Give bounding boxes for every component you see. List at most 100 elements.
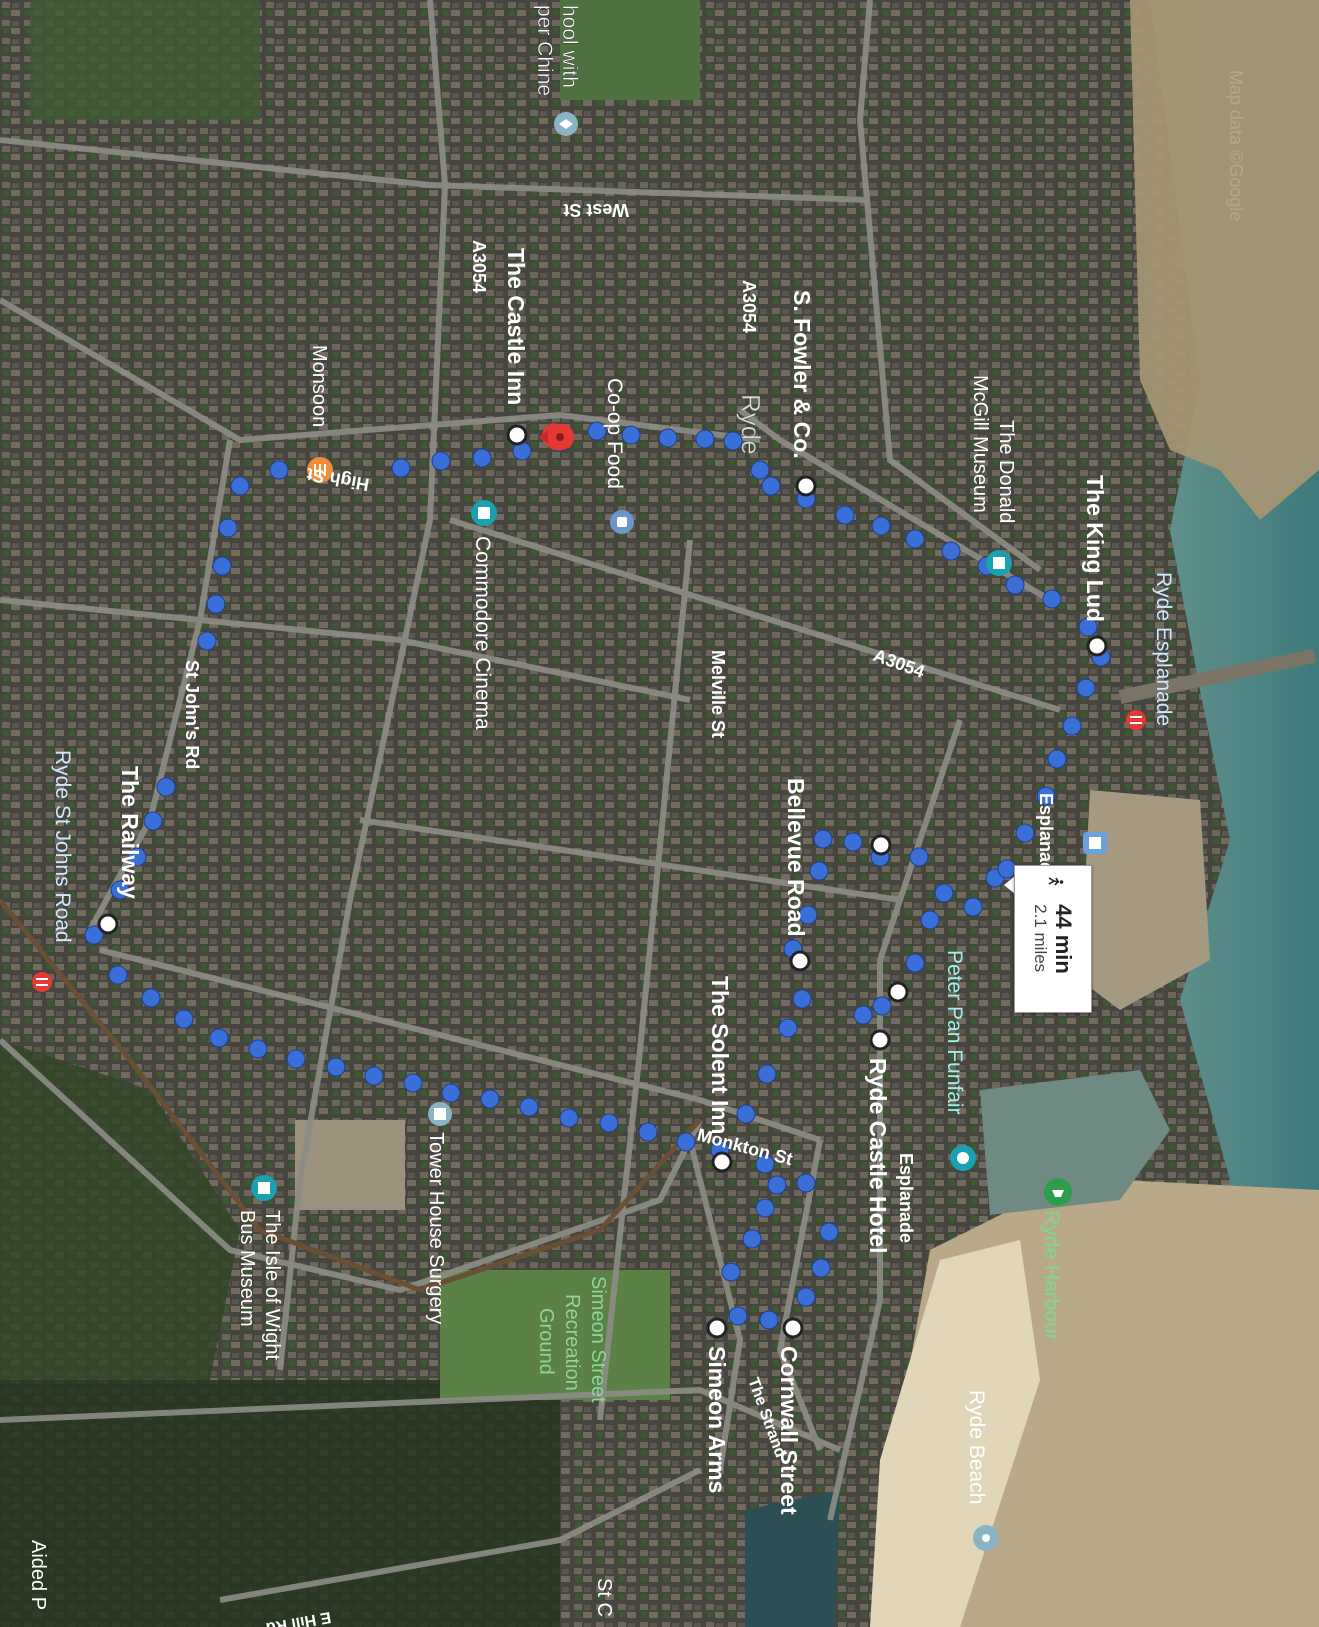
route-dot [658,428,678,448]
route-dot [767,1175,787,1195]
stop-marker-icon[interactable] [506,424,528,446]
route-dot [761,476,781,496]
route-dot [872,996,892,1016]
beach-pin-icon[interactable] [973,1525,999,1551]
route-dot [835,505,855,525]
school-field [560,0,700,100]
route-dot [934,883,954,903]
stop-marker-icon[interactable] [97,913,119,935]
route-dot [905,529,925,549]
label-commodore: Commodore Cinema [471,536,494,730]
route-dot [587,421,607,441]
road-network [0,0,1061,1603]
stop-marker-icon[interactable] [711,1151,733,1173]
route-dot [143,811,163,831]
label-castle-hotel: Ryde Castle Hotel [865,1058,891,1254]
route-dot [798,905,818,925]
route-dot [1036,786,1056,806]
cinema-icon[interactable] [471,500,497,526]
route-dot [742,1229,762,1249]
route-dot [403,1073,423,1093]
stop-marker-icon[interactable] [789,950,811,972]
route-info-callout[interactable]: 44 min 2.1 miles [1014,865,1092,1013]
route-dot [230,476,250,496]
route-dot [84,925,104,945]
hovercraft-area [1080,790,1210,1010]
harbour-icon[interactable] [1044,1178,1072,1206]
train-station-icon[interactable] [1126,710,1146,730]
label-solent-inn: The Solent Inn [707,976,733,1134]
route-dot [813,829,833,849]
school-icon[interactable] [554,112,578,136]
route-dot [853,1005,873,1025]
callout-pointer [1004,876,1015,894]
stop-marker-icon[interactable] [887,981,909,1003]
route-dot [1078,617,1098,637]
route-dot [1062,716,1082,736]
bus-museum-icon[interactable] [251,1175,277,1201]
label-castle-inn: The Castle Inn [503,248,529,405]
bus-stop-icon[interactable] [1083,832,1107,854]
route-dot [811,1258,831,1278]
route-dot [108,965,128,985]
label-a3054-1: A3054 [469,240,489,293]
route-dot [941,541,961,561]
route-dot [755,1154,775,1174]
label-school: hool with [558,5,581,88]
shopping-icon[interactable] [610,510,634,534]
route-dot [728,1306,748,1326]
label-tower-house: Tower House Surgery [425,1132,447,1324]
stop-marker-icon[interactable] [869,1029,891,1051]
label-bus2: Bus Museum [236,1210,258,1327]
stop-markers [97,424,1108,1339]
route-dot [480,1089,500,1109]
route-dot [248,1039,268,1059]
stop-marker-icon[interactable] [795,475,817,497]
pier [1118,648,1317,704]
label-fowler: S. Fowler & Co. [789,290,815,459]
vacant-lot [295,1120,405,1210]
route-dot [197,631,217,651]
route-dot [209,1028,229,1048]
label-ryde-harbour: Ryde Harbour [1040,1210,1063,1341]
beach-sand [870,1240,1040,1627]
route-dot [621,425,641,445]
label-ryde: Ryde [736,394,766,455]
recreation-ground [440,1270,670,1400]
route-dot [755,1198,775,1218]
restaurant-icon[interactable] [307,457,333,483]
route-dot [796,1173,816,1193]
route-dot [695,429,715,449]
label-school2: per Chine [533,5,556,96]
route-dot [431,451,451,471]
label-st-johns-station: Ryde St Johns Road [51,750,74,943]
funfair-icon[interactable] [950,1145,976,1171]
stop-marker-icon[interactable] [870,834,892,856]
label-donald2: McGill Museum [969,375,991,513]
label-a3054-2: A3054 [739,280,759,333]
park-north [30,0,260,120]
route-dot [871,516,891,536]
route-dot [809,861,829,881]
route-dot [638,1122,658,1142]
route-dot [819,1222,839,1242]
stop-marker-icon[interactable] [1086,635,1108,657]
route-dot [723,431,743,451]
destination-pin-icon[interactable] [538,423,574,451]
label-monsoon: Monsoon [308,345,330,427]
museum-icon[interactable] [986,550,1012,576]
stop-marker-icon[interactable] [782,1317,804,1339]
route-dot [1047,749,1067,769]
map-labels: hool with per Chine West St A3054 The Ca… [27,5,1246,1627]
stop-marker-icon[interactable] [706,1317,728,1339]
route-dot [1005,575,1025,595]
train-station-icon-st-johns[interactable] [32,972,52,992]
route-dot [757,1064,777,1084]
route-dot [778,1018,798,1038]
surgery-icon[interactable] [428,1102,452,1126]
route-dot [759,1310,779,1330]
route-dot [1076,678,1096,698]
label-ryde-esplanade: Ryde Esplanade [1152,572,1175,726]
route-dot [218,518,238,538]
